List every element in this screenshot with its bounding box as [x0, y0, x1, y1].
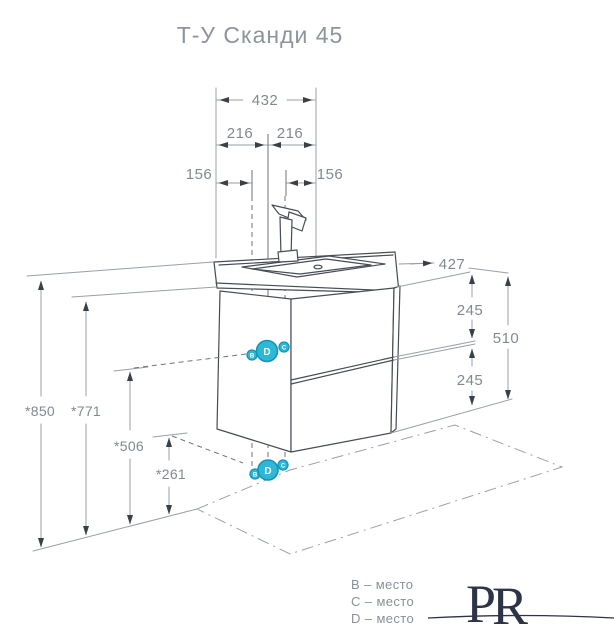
dim-height-261: *261 — [156, 466, 186, 482]
dim-height-850: *850 — [25, 403, 55, 419]
legend-line-b: B – место — [351, 577, 413, 592]
right-dimensions: 427 245 245 510 — [390, 256, 520, 434]
markers-lower: B D C — [249, 459, 289, 481]
dim-width-432: 432 — [252, 92, 279, 109]
dim-half-left-216: 216 — [227, 125, 254, 142]
floor-outline — [195, 424, 564, 555]
dim-offset-right-156: 156 — [317, 166, 344, 183]
legend: B – место C – место D – место — [351, 577, 414, 626]
marker-upper-left-label: B — [250, 354, 255, 360]
logo-letter-r: R — [492, 576, 528, 636]
dim-offset-left-156: 156 — [186, 166, 213, 183]
floor — [32, 424, 564, 555]
faucet — [271, 204, 307, 263]
marker-upper-center-label: D — [263, 347, 270, 358]
dim-height-510: 510 — [493, 330, 520, 347]
drawing-title: Т-У Сканди 45 — [177, 22, 344, 48]
marker-lower-right-label: C — [281, 464, 286, 470]
marker-lower-center — [257, 459, 279, 481]
brand-logo: P R — [427, 574, 614, 636]
markers-upper: B D C — [246, 339, 290, 363]
marker-upper-center — [255, 339, 279, 363]
dim-upper-245: 245 — [457, 302, 484, 319]
marker-lower-right — [277, 459, 289, 471]
cabinet — [216, 285, 401, 453]
marker-upper-right-label: C — [282, 346, 287, 352]
logo-swoosh — [427, 614, 614, 619]
top-dimensions: 432 216 216 156 156 — [186, 87, 344, 264]
dim-height-506: *506 — [114, 438, 144, 454]
legend-line-c: C – место — [351, 594, 414, 609]
drawer-divider — [290, 356, 395, 381]
dim-lower-245: 245 — [457, 372, 484, 389]
dim-depth-427: 427 — [439, 256, 466, 273]
left-dimensions: *850 *771 *506 *261 — [25, 261, 247, 548]
dim-half-right-216: 216 — [277, 125, 304, 142]
dim-height-771: *771 — [71, 403, 101, 419]
marker-lower-center-label: D — [264, 466, 271, 477]
marker-upper-right — [278, 341, 290, 353]
marker-lower-left-label: B — [253, 473, 258, 479]
logo-letter-p: P — [466, 574, 496, 634]
legend-line-d: D – место — [351, 611, 414, 626]
sink — [213, 251, 400, 294]
